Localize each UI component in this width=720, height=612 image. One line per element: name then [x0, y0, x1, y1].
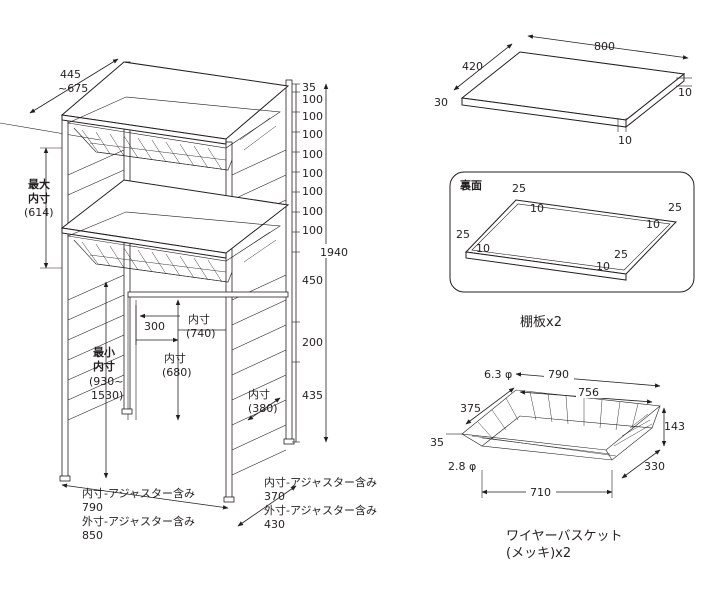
- basket-bottom: [481, 415, 653, 461]
- bar-offset: 300: [144, 320, 165, 333]
- depth-inner-label: 内寸-アジャスター含み: [264, 475, 377, 489]
- basket-depth-arrow: [465, 387, 515, 425]
- underside-frame: [449, 171, 695, 293]
- underside-v4: 10: [646, 218, 660, 231]
- upper-basket: [66, 96, 281, 171]
- pitch-100-7: 100: [302, 205, 323, 218]
- underside-label: 裏面: [459, 178, 482, 192]
- back-right-post: [285, 79, 293, 441]
- max-inner-label1: 最大: [28, 177, 50, 191]
- shelf-edge-front: 10: [618, 134, 632, 147]
- underside-diagram: 裏面 25 10 25 10 25 10 25 10: [449, 171, 695, 293]
- pitch-100-6: 100: [302, 185, 323, 198]
- basket-height: 143: [664, 420, 685, 433]
- rack-depth-arrow: [29, 58, 119, 114]
- inner-740-label: 内寸: [188, 312, 210, 326]
- rim-wire: 6.3 φ: [484, 368, 512, 381]
- width-outer-label: 外寸-アジャスター含み: [82, 514, 195, 528]
- pitch-100-1: 100: [302, 93, 323, 106]
- underside-v7: 25: [614, 248, 628, 261]
- basket-top-width: 790: [548, 368, 569, 381]
- lower-basket: [66, 211, 281, 283]
- top-shelf-edge: [61, 114, 227, 145]
- basket-mesh: [471, 391, 653, 457]
- underside-v3: 25: [668, 201, 682, 214]
- basket-bottom-depth: 330: [644, 460, 665, 473]
- basket-inner-width: 756: [578, 386, 599, 399]
- underside-v6: 10: [476, 242, 490, 255]
- underside-v5: 25: [456, 228, 470, 241]
- basket-bottom-depth-arrow: [621, 449, 661, 479]
- pitch-100-2: 100: [302, 110, 323, 123]
- rack-depth-max: ~675: [58, 82, 88, 95]
- shelf-edge-right: 10: [678, 86, 692, 99]
- underside-v8: 10: [596, 260, 610, 273]
- wire-basket-diagram: 6.3 φ 790 756 375 35 2.8 φ 143 330 710: [430, 366, 685, 499]
- mesh-wire: 2.8 φ: [448, 460, 476, 473]
- width-outer-value: 850: [82, 529, 103, 542]
- depth-outer-value: 430: [264, 518, 285, 531]
- inner-380-label: 内寸: [248, 387, 270, 401]
- underside-v2: 10: [530, 202, 544, 215]
- basket-caption-line1: ワイヤーバスケット: [506, 529, 622, 544]
- min-inner-value2: 1530): [91, 389, 123, 402]
- leader-line: [0, 122, 101, 141]
- pitch-35: 35: [302, 81, 316, 94]
- basket-depth: 375: [460, 402, 481, 415]
- width-arrow: [61, 483, 229, 510]
- min-inner-label2: 内寸: [93, 359, 115, 373]
- shelf-width-arrow: [527, 34, 689, 60]
- shelf-depth-arrow: [453, 43, 513, 91]
- pitch-100-4: 100: [302, 148, 323, 161]
- inner-680-label: 内寸: [164, 351, 186, 365]
- total-height: 1940: [320, 246, 348, 259]
- foot-back-right: [283, 438, 295, 445]
- width-inner-value: 790: [82, 501, 103, 514]
- foot-back-left: [121, 408, 133, 415]
- underside-v1: 25: [512, 182, 526, 195]
- gap-upper: 450: [302, 274, 323, 287]
- basket-caption-line2: (メッキ)x2: [506, 546, 571, 561]
- foot-front-right: [223, 496, 235, 503]
- min-inner-value1: (930~: [89, 375, 124, 388]
- max-inner-value: (614): [24, 206, 54, 219]
- foot-front-left: [59, 475, 71, 482]
- max-inner-label2: 内寸: [28, 191, 50, 205]
- inner-380-value: (380): [248, 402, 278, 415]
- shelf-depth: 420: [462, 60, 483, 73]
- shelf-board-diagram: 800 420 30 10 10: [434, 34, 692, 147]
- pitch-100-8: 100: [302, 224, 323, 237]
- inner-740-value: (740): [186, 327, 216, 340]
- shelf-width: 800: [594, 40, 615, 53]
- gap-mid: 200: [302, 336, 323, 349]
- underside-frame-rail: [471, 203, 671, 271]
- pitch-100-3: 100: [302, 128, 323, 141]
- pitch-ticks: [292, 83, 300, 443]
- hanging-bar: [127, 291, 289, 298]
- basket-top-width-arrow: [515, 372, 661, 388]
- inner-380-arrow: [247, 397, 281, 421]
- width-inner-label: 内寸-アジャスター含み: [82, 486, 195, 500]
- min-inner-label1: 最小: [93, 345, 115, 359]
- gap-lower: 435: [302, 389, 323, 402]
- inner-680-value: (680): [162, 366, 192, 379]
- pitch-100-5: 100: [302, 167, 323, 180]
- shelf-thickness: 30: [434, 96, 448, 109]
- rack-depth-min: 445: [60, 68, 81, 81]
- depth-arrow: [237, 485, 297, 527]
- front-left-post: [61, 114, 69, 478]
- shelf-caption: 棚板x2: [520, 315, 562, 330]
- basket-bottom-width: 710: [530, 486, 551, 499]
- depth-outer-label: 外寸-アジャスター含み: [264, 503, 377, 517]
- left-side-slats: [67, 149, 125, 421]
- basket-lip: 35: [430, 436, 444, 449]
- rack-diagram: 445 ~675: [0, 58, 377, 542]
- middle-shelf-edge: [61, 227, 227, 259]
- depth-inner-value: 370: [264, 490, 285, 503]
